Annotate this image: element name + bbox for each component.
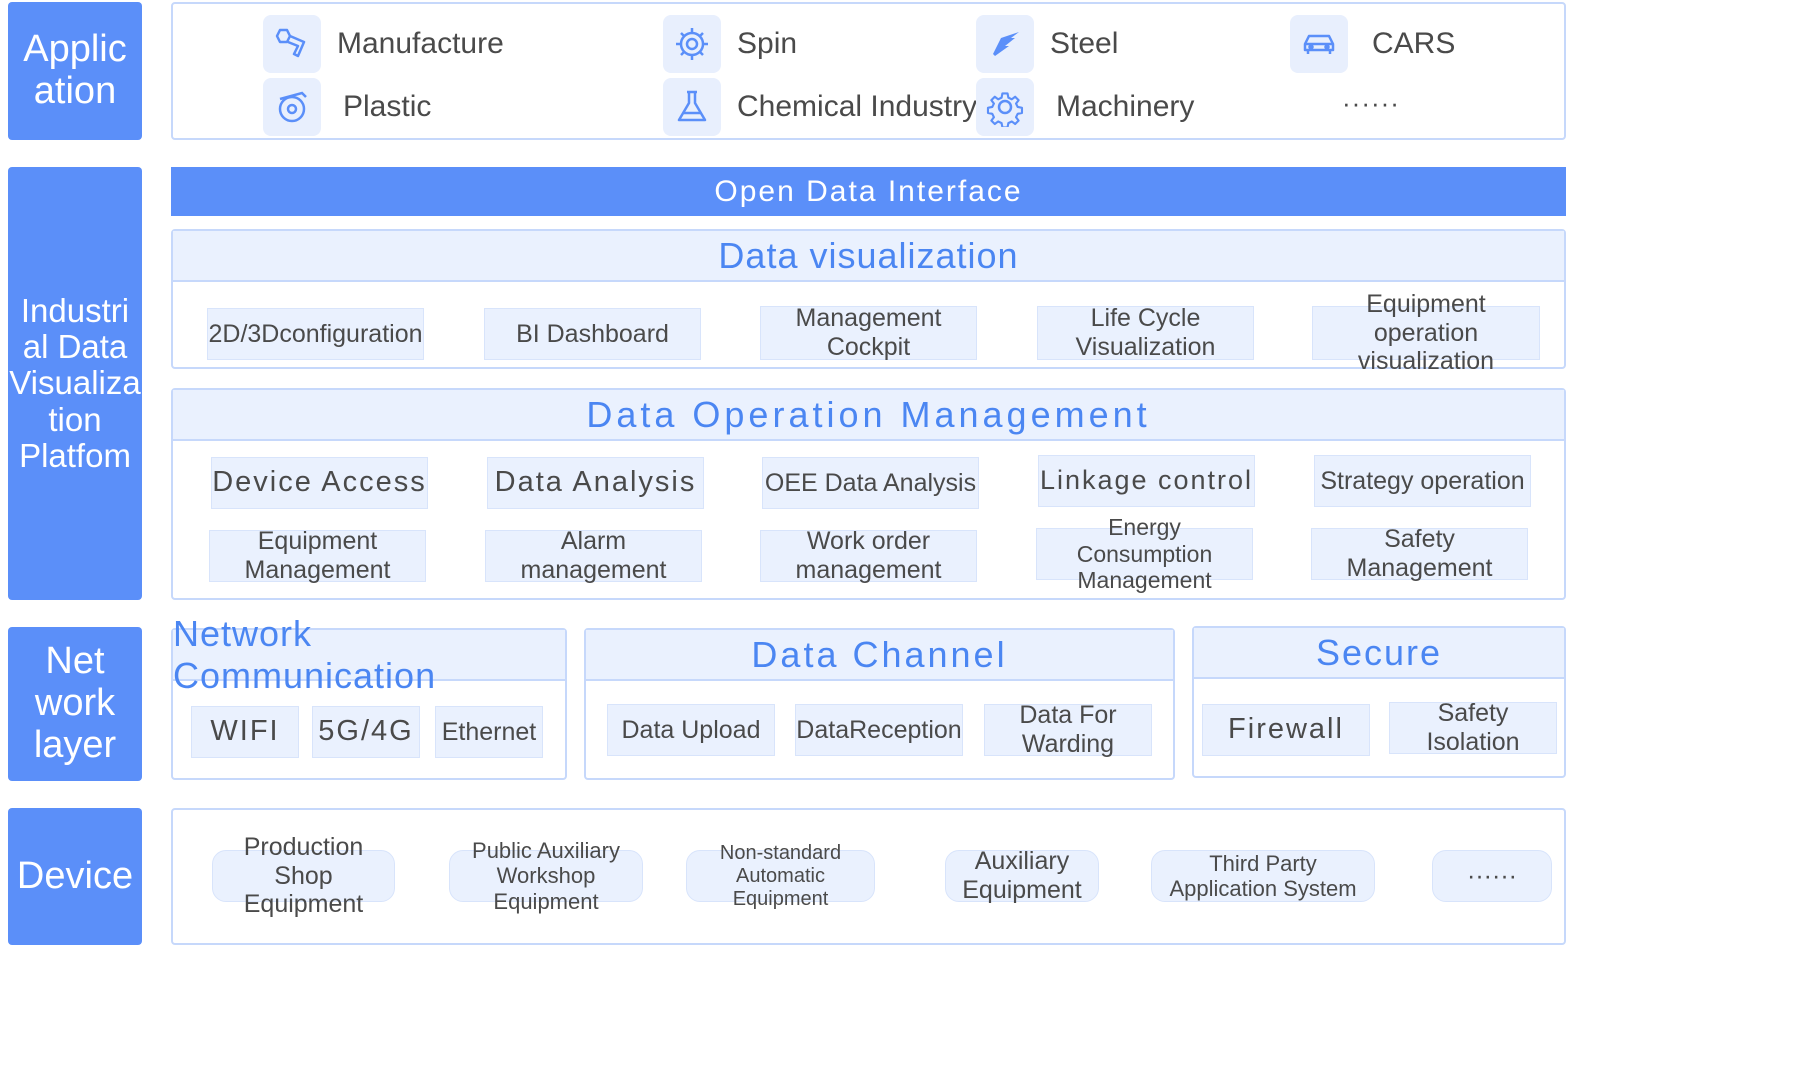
viz-item: Life Cycle Visualization	[1037, 304, 1254, 361]
network-communication-title: Network Communication	[173, 613, 565, 696]
app-label: ······	[1342, 88, 1400, 118]
open-data-interface-bar: Open Data Interface	[171, 167, 1566, 216]
device-item: Non-standard Automatic Equipment	[686, 842, 875, 910]
secure-item: Firewall	[1202, 704, 1370, 756]
app-cars: CARS	[1290, 15, 1455, 73]
app-plastic: Plastic	[263, 78, 431, 136]
device-item: Auxiliary Equipment	[945, 847, 1099, 904]
app-label: CARS	[1372, 27, 1456, 60]
op-item: Data Analysis	[487, 457, 704, 509]
network-item: Ethernet	[435, 706, 543, 758]
data-channel-title: Data Channel	[586, 630, 1173, 681]
app-spin: Spin	[663, 15, 797, 73]
car-icon	[1290, 15, 1348, 73]
op-item: Safety Management	[1311, 525, 1528, 582]
layer-label-platform: Industri al Data Visualiza tion Platfom	[8, 167, 142, 600]
app-label: Machinery	[1056, 90, 1195, 123]
network-item: WIFI	[191, 706, 299, 758]
app-steel: Steel	[976, 15, 1118, 73]
op-item: Work order management	[760, 527, 977, 584]
device-item: Production Shop Equipment	[212, 833, 395, 918]
op-item: Energy Consumption Management	[1036, 514, 1253, 593]
steel-beam-icon	[976, 15, 1034, 73]
cog-icon	[976, 78, 1034, 136]
app-more: ······	[1342, 88, 1400, 119]
network-item: 5G/4G	[312, 706, 420, 758]
op-item: Strategy operation	[1314, 455, 1531, 507]
op-item: Equipment Management	[209, 527, 426, 584]
viz-item: Management Cockpit	[760, 304, 977, 361]
channel-item: Data For Warding	[984, 701, 1152, 758]
channel-item: DataReception	[795, 704, 963, 756]
data-visualization-title: Data visualization	[173, 231, 1564, 282]
viz-item: BI Dashboard	[484, 308, 701, 360]
app-label: Spin	[737, 27, 798, 60]
op-item: Device Access	[211, 457, 428, 509]
secure-title: Secure	[1194, 628, 1564, 679]
device-item: Third Party Application System	[1151, 850, 1375, 902]
app-manufacture: Manufacture	[263, 15, 504, 73]
layer-label-network: Net work layer	[8, 627, 142, 781]
device-item: ······	[1432, 850, 1552, 902]
channel-item: Data Upload	[607, 704, 775, 756]
data-operation-title: Data Operation Management	[173, 390, 1564, 441]
op-item: Alarm management	[485, 527, 702, 584]
layer-label-application: Applic ation	[8, 2, 142, 140]
plastic-roll-icon	[263, 78, 321, 136]
device-item: Public Auxiliary Workshop Equipment	[449, 838, 643, 914]
viz-item: 2D/3Dconfiguration	[207, 308, 424, 360]
op-item: OEE Data Analysis	[762, 457, 979, 509]
flask-icon	[663, 78, 721, 136]
viz-item: Equipment operation visualization	[1312, 290, 1540, 375]
app-label: Manufacture	[337, 27, 504, 60]
app-chemical: Chemical Industry	[663, 78, 977, 136]
spin-gear-icon	[663, 15, 721, 73]
secure-item: Safety Isolation	[1389, 699, 1557, 756]
app-label: Chemical Industry	[737, 90, 978, 123]
app-label: Steel	[1050, 27, 1119, 60]
manufacture-tools-icon	[263, 15, 321, 73]
op-item: Linkage control	[1038, 455, 1255, 507]
app-machinery: Machinery	[976, 78, 1194, 136]
app-label: Plastic	[343, 90, 432, 123]
layer-label-device: Device	[8, 808, 142, 945]
